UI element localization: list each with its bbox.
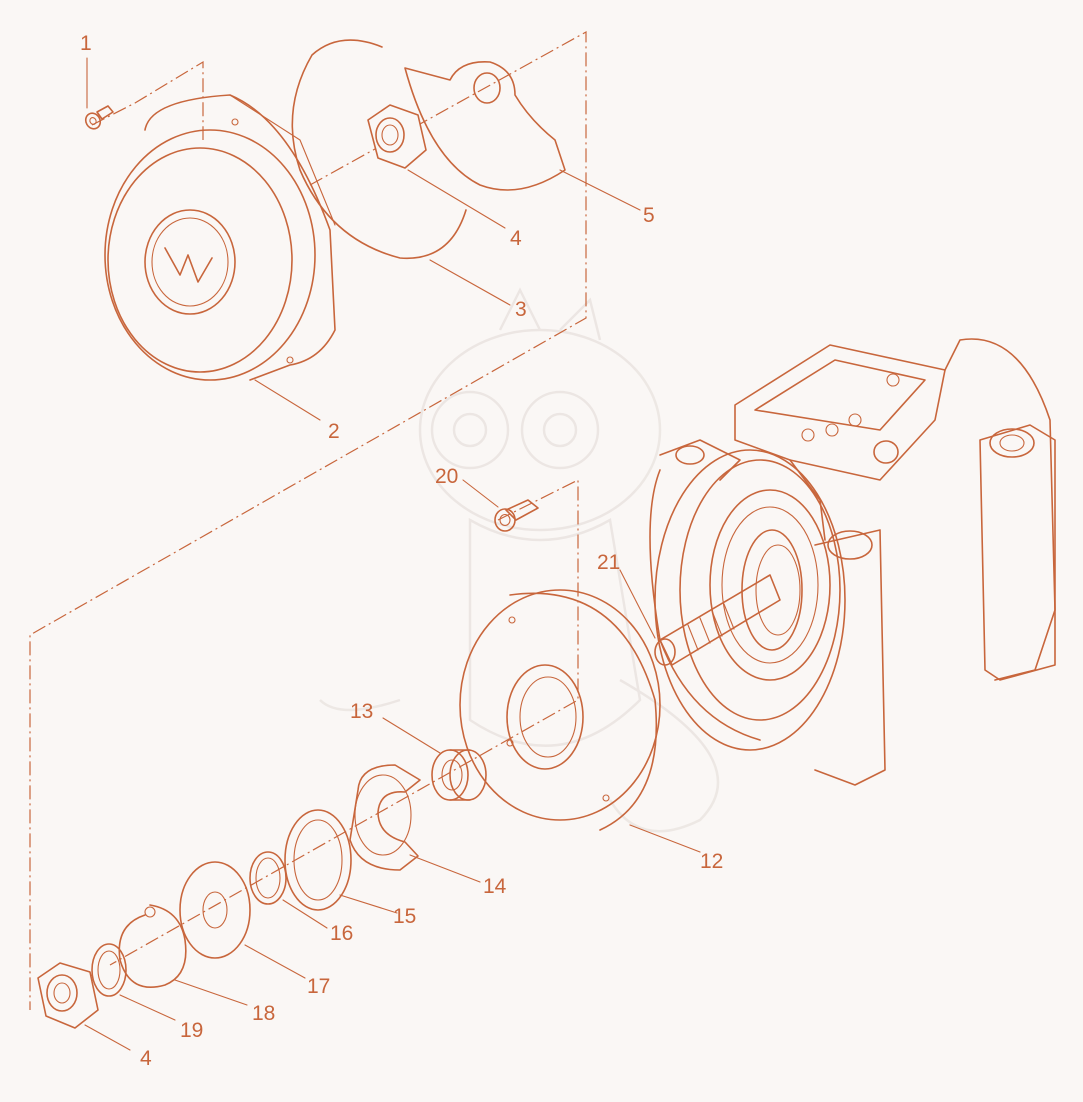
- callout-4-top: 4: [510, 227, 522, 250]
- callout-3: 3: [515, 298, 527, 321]
- part-14-bearing: [349, 764, 481, 883]
- part-18-snap-ring: [118, 904, 248, 1006]
- callout-15: 15: [393, 905, 416, 928]
- callout-13: 13: [350, 700, 373, 723]
- callout-1: 1: [80, 32, 92, 55]
- callout-20: 20: [435, 465, 458, 488]
- callout-labels: 1 2 3 4 5 4 12 13 14 15 16 17 18 19 20 2…: [80, 32, 723, 1070]
- part-20-screw: [462, 479, 539, 532]
- callout-16: 16: [330, 922, 353, 945]
- part-19-ring: [91, 943, 176, 1021]
- part-17-washer: [179, 861, 306, 979]
- part-2-cover: [104, 94, 336, 421]
- watermark-mascot: [319, 287, 720, 833]
- part-4-nut-top: [367, 104, 506, 229]
- part-3-clip: [291, 39, 511, 306]
- motor-housing: [649, 338, 1056, 786]
- callout-14: 14: [483, 875, 507, 898]
- callout-5: 5: [643, 204, 655, 227]
- part-1-screw: [84, 57, 114, 130]
- part-12-flange: [459, 589, 701, 853]
- callout-2: 2: [328, 420, 340, 443]
- callout-21: 21: [597, 551, 620, 574]
- part-4-nut-bottom: [37, 962, 131, 1051]
- part-15-lock-washer: [284, 809, 398, 914]
- callout-19: 19: [180, 1019, 203, 1042]
- center-lines: [29, 30, 587, 1010]
- part-16-ring: [249, 851, 328, 929]
- callout-12: 12: [700, 850, 723, 873]
- part-21-shaft: [619, 569, 781, 666]
- part-5-tab-washer: [404, 61, 641, 211]
- part-13-bushing: [382, 717, 487, 801]
- callout-17: 17: [307, 975, 330, 998]
- callout-4-bottom: 4: [140, 1047, 152, 1070]
- callout-18: 18: [252, 1002, 275, 1025]
